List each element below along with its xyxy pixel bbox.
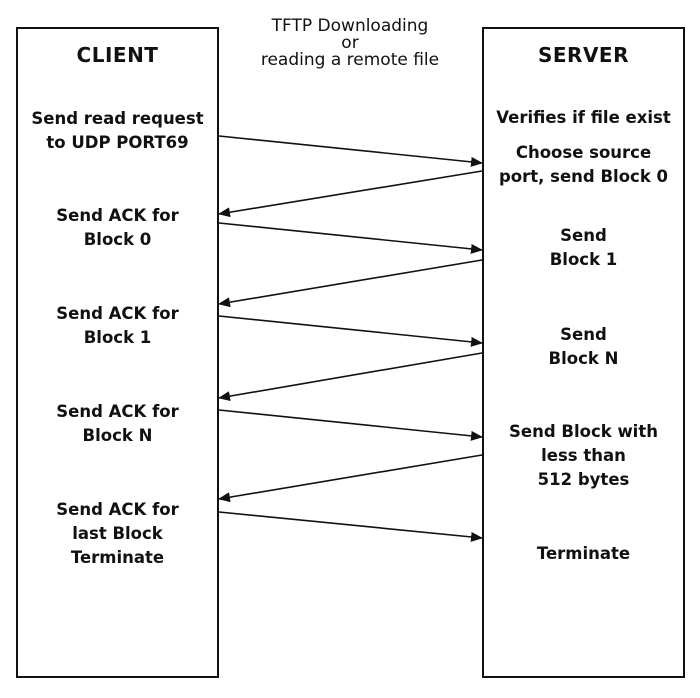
server-step-line: Choose source [515, 143, 652, 162]
client-step-line: Block N [82, 426, 153, 445]
arrow-read-request [218, 135, 483, 167]
client-step-line: Block 0 [83, 230, 152, 249]
arrow-ack-block-0 [218, 222, 483, 254]
arrow-ack-block-1 [218, 315, 483, 347]
caption-line-3: reading a remote file [260, 50, 440, 70]
client-step-ack-last-block: Send ACK for last Block Terminate [16, 498, 219, 570]
server-step-send-block-n: Send Block N [482, 323, 685, 371]
client-step-line: Send read request [31, 109, 204, 128]
arrow-block-n [218, 352, 483, 402]
server-step-line: Send [560, 325, 607, 344]
arrow-block-0 [218, 170, 483, 218]
client-step-line: Terminate [70, 548, 165, 567]
server-step-line: Send Block with [509, 422, 658, 441]
server-step-line: less than [541, 446, 626, 465]
arrow-block-1 [218, 259, 483, 308]
client-step-line: Send ACK for [56, 304, 179, 323]
server-step-line: Block N [548, 349, 619, 368]
server-column: SERVER [482, 27, 685, 678]
client-step-ack-block-n: Send ACK for Block N [16, 400, 219, 448]
arrow-last-block [218, 454, 483, 503]
server-step-line: port, send Block 0 [498, 167, 669, 186]
arrow-ack-block-n [218, 409, 483, 441]
client-step-line: to UDP PORT69 [46, 133, 189, 152]
client-column: CLIENT [16, 27, 219, 678]
client-step-ack-block-1: Send ACK for Block 1 [16, 302, 219, 350]
client-step-ack-block-0: Send ACK for Block 0 [16, 204, 219, 252]
server-step-verify-file: Verifies if file exist [482, 106, 685, 130]
client-step-line: Send ACK for [56, 500, 179, 519]
server-step-line: Send [560, 226, 607, 245]
client-step-read-request: Send read request to UDP PORT69 [16, 107, 219, 155]
client-step-line: Send ACK for [56, 402, 179, 421]
server-step-line: 512 bytes [537, 470, 630, 489]
server-step-line: Terminate [536, 544, 631, 563]
server-step-send-last-block: Send Block with less than 512 bytes [482, 420, 685, 492]
caption-line-2: or [341, 33, 359, 53]
server-step-send-block-0: Choose source port, send Block 0 [482, 141, 685, 189]
server-title: SERVER [537, 43, 629, 67]
client-step-line: Send ACK for [56, 206, 179, 225]
server-step-line: Verifies if file exist [496, 108, 671, 127]
arrow-ack-last-block [218, 511, 483, 542]
client-step-line: Block 1 [83, 328, 152, 347]
server-step-send-block-1: Send Block 1 [482, 224, 685, 272]
client-step-line: last Block [72, 524, 163, 543]
server-step-terminate: Terminate [482, 542, 685, 566]
server-step-line: Block 1 [549, 250, 618, 269]
client-title: CLIENT [76, 43, 159, 67]
caption-line-1: TFTP Downloading [271, 16, 429, 36]
diagram-caption: TFTP Downloading or reading a remote fil… [230, 18, 470, 69]
